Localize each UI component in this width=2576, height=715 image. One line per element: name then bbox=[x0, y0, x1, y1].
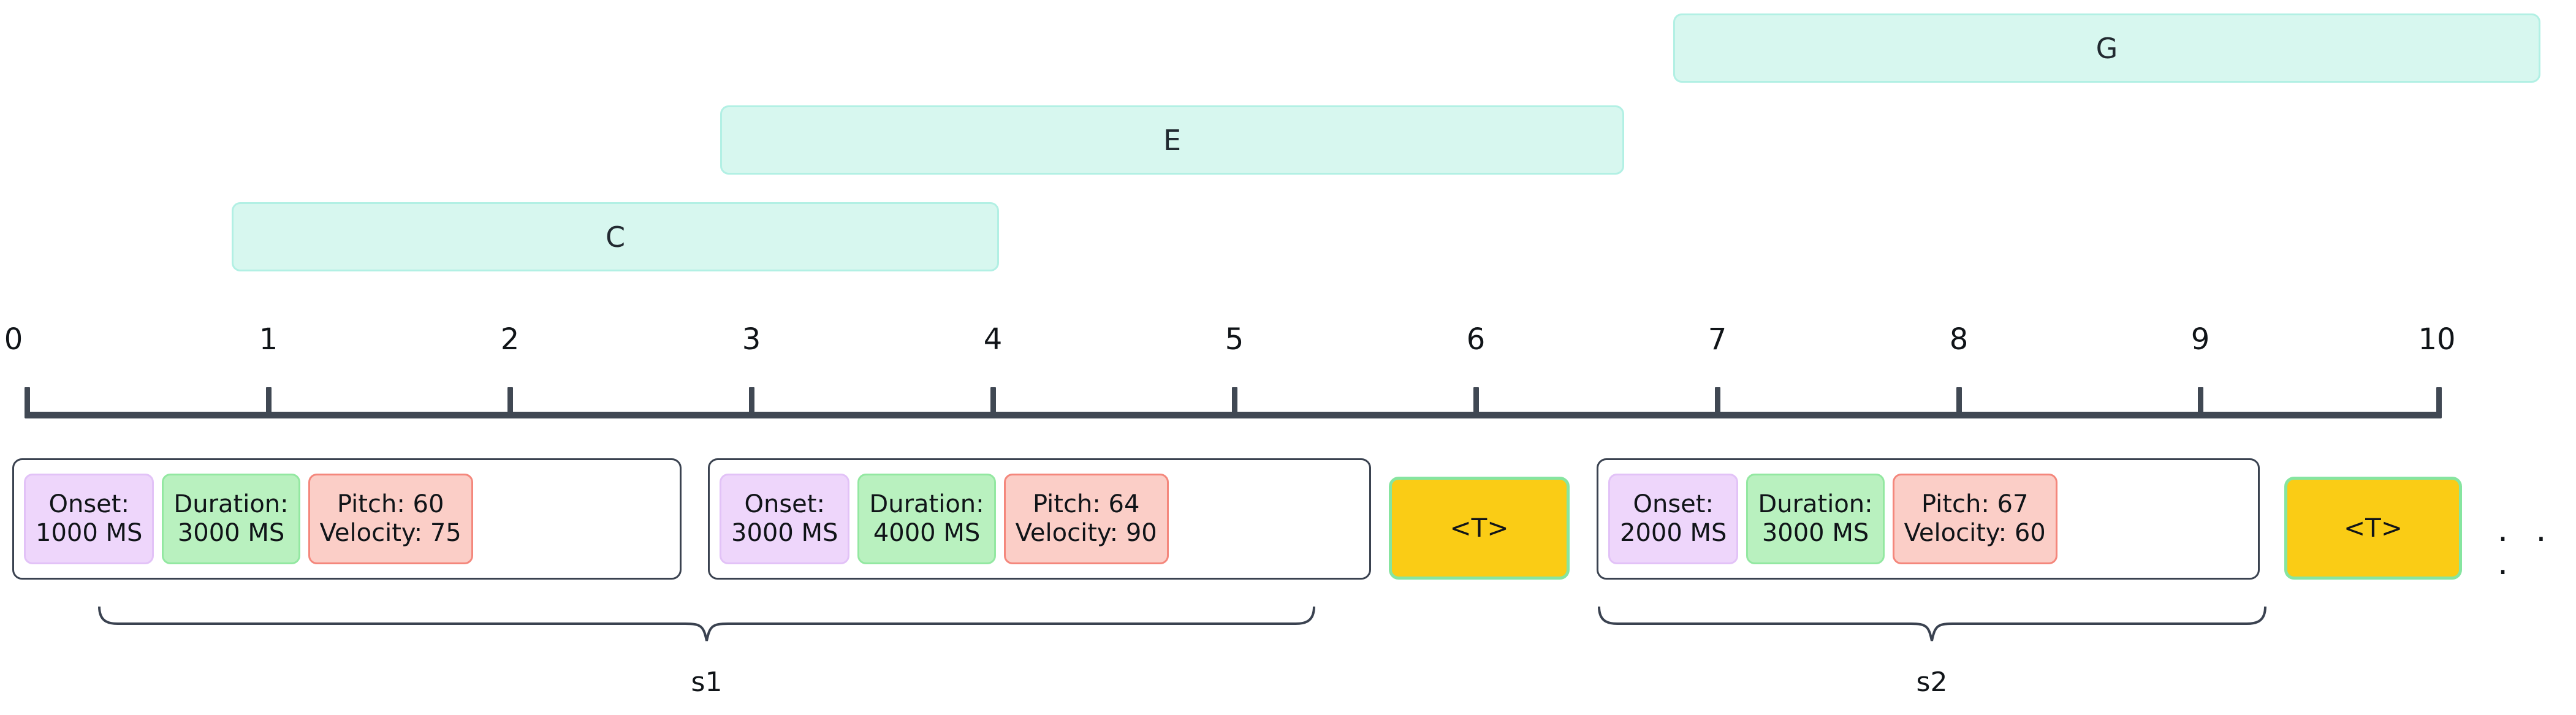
time-shift-token-label: <T> bbox=[1449, 513, 1509, 543]
brace-s1-label: s1 bbox=[691, 667, 723, 698]
sequence-ellipsis: . . . bbox=[2498, 510, 2555, 582]
token-chip-pitch[interactable]: Pitch: 60 Velocity: 75 bbox=[308, 474, 473, 564]
axis-tick-3 bbox=[749, 387, 754, 415]
token-chip-line: Pitch: 60 bbox=[336, 490, 444, 518]
axis-tick-label-6: 6 bbox=[1466, 322, 1486, 357]
axis-tick-label-10: 10 bbox=[2418, 322, 2456, 357]
token-chip-line: 4000 MS bbox=[873, 519, 981, 547]
axis-tick-label-9: 9 bbox=[2190, 322, 2210, 357]
axis-tick-1 bbox=[266, 387, 272, 415]
axis-tick-label-3: 3 bbox=[742, 322, 761, 357]
token-chip-duration[interactable]: Duration: 4000 MS bbox=[857, 474, 996, 564]
time-shift-token-2[interactable]: <T> bbox=[2284, 477, 2462, 580]
brace-s1 bbox=[97, 605, 1316, 643]
token-chip-line: Onset: bbox=[1633, 490, 1714, 518]
token-group-note-3[interactable]: Onset: 2000 MS Duration: 3000 MS Pitch: … bbox=[1597, 458, 2260, 580]
axis-tick-6 bbox=[1473, 387, 1479, 415]
token-chip-line: Duration: bbox=[173, 490, 289, 518]
token-chip-duration[interactable]: Duration: 3000 MS bbox=[162, 474, 300, 564]
token-chip-onset[interactable]: Onset: 2000 MS bbox=[1608, 474, 1739, 564]
token-chip-line: Velocity: 60 bbox=[1904, 519, 2046, 547]
axis-tick-9 bbox=[2198, 387, 2203, 415]
axis-tick-7 bbox=[1715, 387, 1720, 415]
token-chip-onset[interactable]: Onset: 1000 MS bbox=[24, 474, 154, 564]
axis-tick-label-4: 4 bbox=[983, 322, 1003, 357]
brace-s2 bbox=[1597, 605, 2268, 643]
token-chip-line: 2000 MS bbox=[1620, 519, 1727, 547]
axis-tick-5 bbox=[1232, 387, 1237, 415]
axis-tick-label-0: 0 bbox=[4, 322, 23, 357]
axis-tick-4 bbox=[990, 387, 996, 415]
note-bar-e: E bbox=[720, 105, 1624, 175]
token-chip-line: 3000 MS bbox=[1761, 519, 1869, 547]
token-chip-line: 3000 MS bbox=[177, 519, 285, 547]
axis-tick-8 bbox=[1956, 387, 1962, 415]
axis-tick-0 bbox=[25, 387, 30, 415]
token-chip-line: Onset: bbox=[48, 490, 129, 518]
token-chip-line: 3000 MS bbox=[731, 519, 838, 547]
token-chip-line: Velocity: 90 bbox=[1015, 519, 1157, 547]
axis-tick-label-5: 5 bbox=[1225, 322, 1244, 357]
token-chip-line: Duration: bbox=[869, 490, 984, 518]
token-group-note-2[interactable]: Onset: 3000 MS Duration: 4000 MS Pitch: … bbox=[708, 458, 1371, 580]
brace-s2-label: s2 bbox=[1916, 667, 1948, 698]
axis-tick-10 bbox=[2436, 387, 2442, 415]
note-bar-c: C bbox=[232, 202, 999, 271]
axis-tick-label-8: 8 bbox=[1949, 322, 1969, 357]
note-bar-label: E bbox=[1163, 123, 1182, 157]
timeline-axis-line bbox=[25, 412, 2442, 418]
axis-tick-2 bbox=[507, 387, 513, 415]
token-chip-pitch[interactable]: Pitch: 64 Velocity: 90 bbox=[1003, 474, 1169, 564]
token-chip-duration[interactable]: Duration: 3000 MS bbox=[1746, 474, 1885, 564]
token-chip-onset[interactable]: Onset: 3000 MS bbox=[720, 474, 850, 564]
token-chip-pitch[interactable]: Pitch: 67 Velocity: 60 bbox=[1892, 474, 2057, 564]
token-chip-line: Pitch: 67 bbox=[1921, 490, 2029, 518]
token-chip-line: Velocity: 75 bbox=[319, 519, 462, 547]
token-chip-line: 1000 MS bbox=[36, 519, 143, 547]
token-chip-line: Pitch: 64 bbox=[1032, 490, 1140, 518]
time-shift-token-1[interactable]: <T> bbox=[1389, 477, 1570, 580]
token-group-note-1[interactable]: Onset: 1000 MS Duration: 3000 MS Pitch: … bbox=[12, 458, 682, 580]
token-chip-line: Duration: bbox=[1758, 490, 1873, 518]
axis-tick-label-2: 2 bbox=[500, 322, 520, 357]
note-bar-g: G bbox=[1673, 13, 2540, 83]
axis-tick-label-7: 7 bbox=[1708, 322, 1727, 357]
note-bar-label: G bbox=[2095, 31, 2118, 65]
time-shift-token-label: <T> bbox=[2343, 513, 2403, 543]
token-chip-line: Onset: bbox=[744, 490, 825, 518]
axis-tick-label-1: 1 bbox=[259, 322, 278, 357]
note-bar-label: C bbox=[605, 220, 626, 254]
